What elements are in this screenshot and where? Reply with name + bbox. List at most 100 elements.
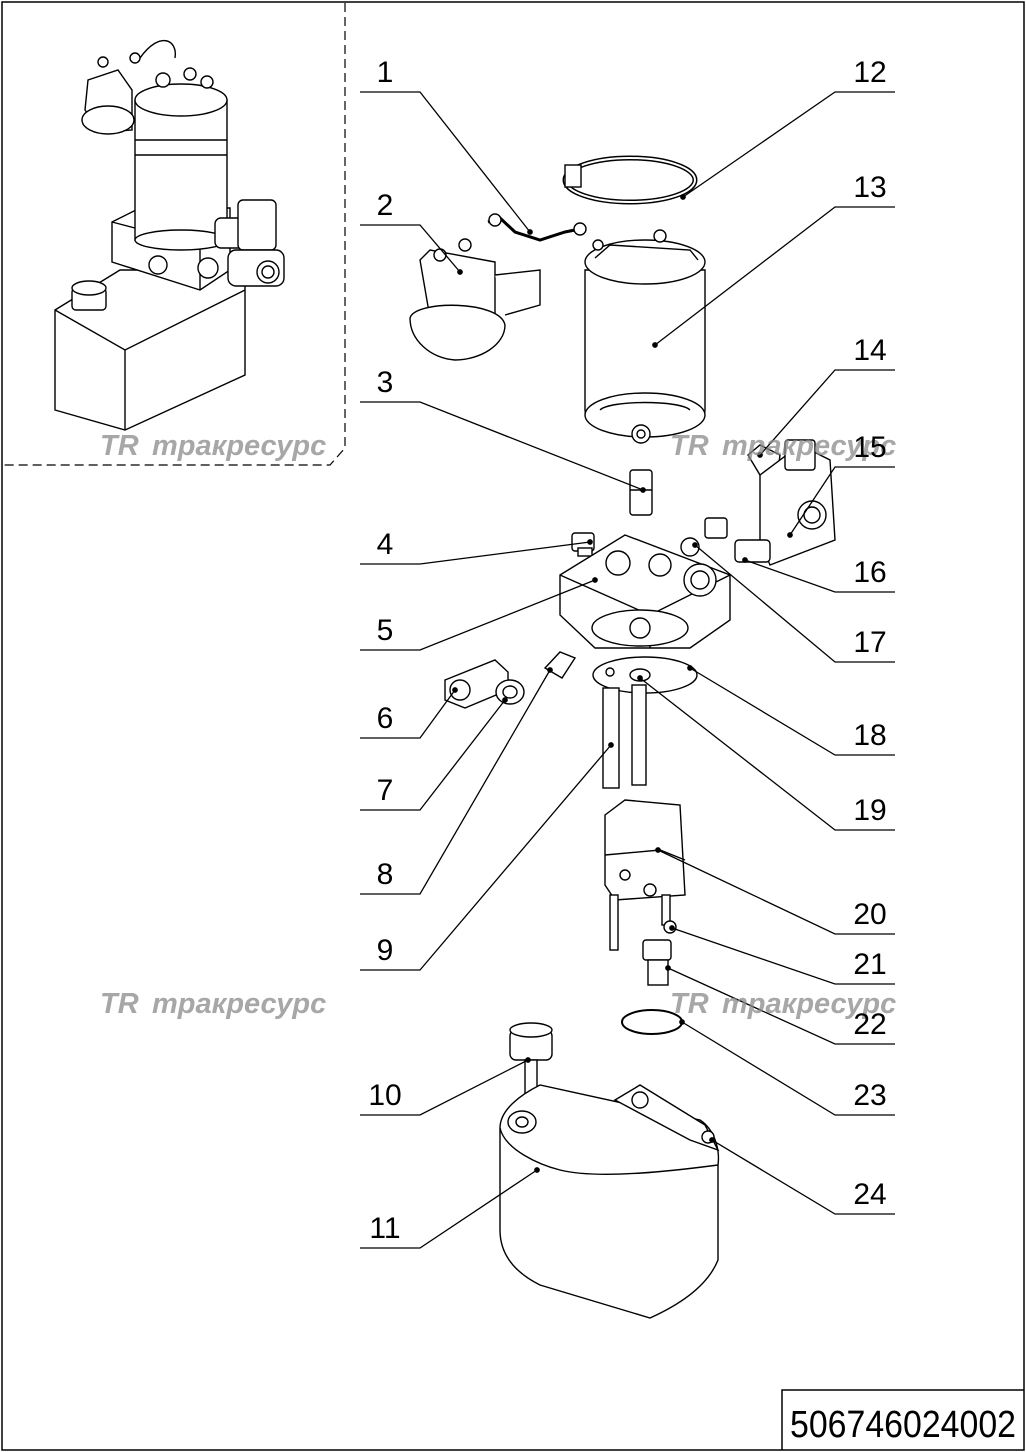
part-number-label: 11: [369, 1212, 400, 1245]
watermark-logo: TR: [100, 988, 139, 1020]
leader-dot-17: [692, 542, 698, 548]
leader-dot-21: [669, 925, 675, 931]
part-number-label: 22: [853, 1008, 886, 1041]
part-number-label: 24: [853, 1178, 886, 1211]
leader-dot-22: [665, 965, 671, 971]
leader-dot-2: [457, 269, 463, 275]
leader-line-19: [639, 677, 895, 831]
leader-line-10: [360, 1059, 529, 1116]
watermark: TR тракресурс: [100, 988, 326, 1020]
exploded-parts: [409, 155, 836, 1319]
leader-line-14: [759, 369, 895, 456]
leader-line-22: [667, 967, 895, 1045]
watermark-logo: TR: [670, 430, 709, 462]
leader-dot-23: [679, 1019, 685, 1025]
leader-line-8: [360, 669, 551, 895]
part-plug-7: [495, 679, 525, 705]
part-number-label: 5: [377, 614, 394, 647]
part-number-label: 15: [853, 431, 886, 464]
part-fitting-17: [680, 517, 728, 557]
leader-dot-24: [709, 1137, 715, 1143]
leader-line-24: [711, 1139, 895, 1215]
leader-dot-3: [640, 487, 646, 493]
leader-line-21: [671, 927, 895, 985]
leader-dot-7: [502, 697, 508, 703]
leader-dot-12: [680, 194, 686, 200]
leader-dot-11: [534, 1167, 540, 1173]
leader-line-20: [657, 849, 895, 935]
watermark: TR тракресурс: [670, 430, 896, 462]
leader-dot-14: [757, 452, 763, 458]
part-number-label: 20: [853, 898, 886, 931]
leader-line-17: [694, 544, 895, 663]
part-gasket-18: [592, 656, 698, 694]
leader-line-23: [681, 1021, 895, 1116]
watermark: TR тракресурс: [100, 430, 326, 462]
part-tank: [499, 1084, 720, 1319]
leader-dot-4: [587, 539, 593, 545]
part-number-label: 8: [377, 858, 394, 891]
leader-line-12: [682, 91, 895, 198]
part-number-label: 9: [377, 934, 394, 967]
leader-dot-10: [525, 1057, 531, 1063]
part-clamp: [562, 155, 698, 205]
part-number-label: 16: [853, 556, 886, 589]
part-tube-9: [602, 687, 620, 789]
part-wire-link: [487, 213, 587, 242]
part-number-label: 23: [853, 1079, 886, 1112]
leader-dot-9: [608, 742, 614, 748]
watermark-text: тракресурс: [722, 430, 896, 462]
watermark-text: тракресурс: [722, 988, 896, 1020]
part-number-label: 12: [853, 56, 886, 89]
leader-line-6: [360, 689, 456, 739]
leader-dot-5: [592, 577, 598, 583]
callouts-layer: [360, 91, 895, 1249]
watermark-text: тракресурс: [152, 430, 326, 462]
part-motor: [584, 229, 706, 444]
part-number-label: 7: [377, 774, 394, 807]
part-number-label: 17: [853, 626, 886, 659]
part-pump: [604, 799, 686, 951]
part-number-label: 18: [853, 719, 886, 752]
document-number: 506746024002: [790, 1404, 1016, 1446]
part-relay: [409, 238, 541, 361]
part-plug-4: [571, 532, 595, 557]
leader-line-1: [360, 91, 531, 233]
leader-dot-18: [687, 665, 693, 671]
part-number-label: 3: [377, 366, 394, 399]
leader-line-15: [789, 466, 895, 536]
part-coupling: [629, 469, 653, 516]
assembled-view-frame: [3, 3, 346, 466]
leader-line-16: [744, 559, 895, 593]
leader-line-13: [654, 206, 895, 346]
part-number-label: 6: [377, 702, 394, 735]
part-cartridge-6: [444, 659, 509, 709]
watermark-logo: TR: [100, 430, 139, 462]
part-number-label: 1: [377, 56, 394, 89]
leader-dot-1: [527, 229, 533, 235]
part-number-label: 4: [377, 528, 394, 561]
part-number-label: 21: [853, 948, 886, 981]
part-number-label: 10: [368, 1079, 401, 1112]
part-number-label: 13: [853, 171, 886, 204]
leader-dot-19: [637, 675, 643, 681]
part-tube-19: [631, 684, 647, 786]
part-fitting-8: [543, 651, 577, 679]
watermarks: TR тракресурс TR тракресурс TR тракресур…: [100, 430, 896, 1020]
leader-line-2: [360, 224, 461, 273]
leader-line-9: [360, 744, 612, 971]
leader-line-18: [689, 667, 895, 756]
leader-dot-20: [655, 847, 661, 853]
part-number-label: 14: [853, 334, 886, 367]
part-number-label: 19: [853, 794, 886, 827]
watermark: TR тракресурс: [670, 988, 896, 1020]
leader-dot-8: [547, 667, 553, 673]
leader-line-4: [360, 541, 591, 565]
document-number-box: 506746024002: [781, 1389, 1024, 1450]
part-suction-fitting: [642, 920, 677, 986]
leader-dot-15: [787, 532, 793, 538]
watermark-logo: TR: [670, 988, 709, 1020]
leader-dot-16: [742, 557, 748, 563]
